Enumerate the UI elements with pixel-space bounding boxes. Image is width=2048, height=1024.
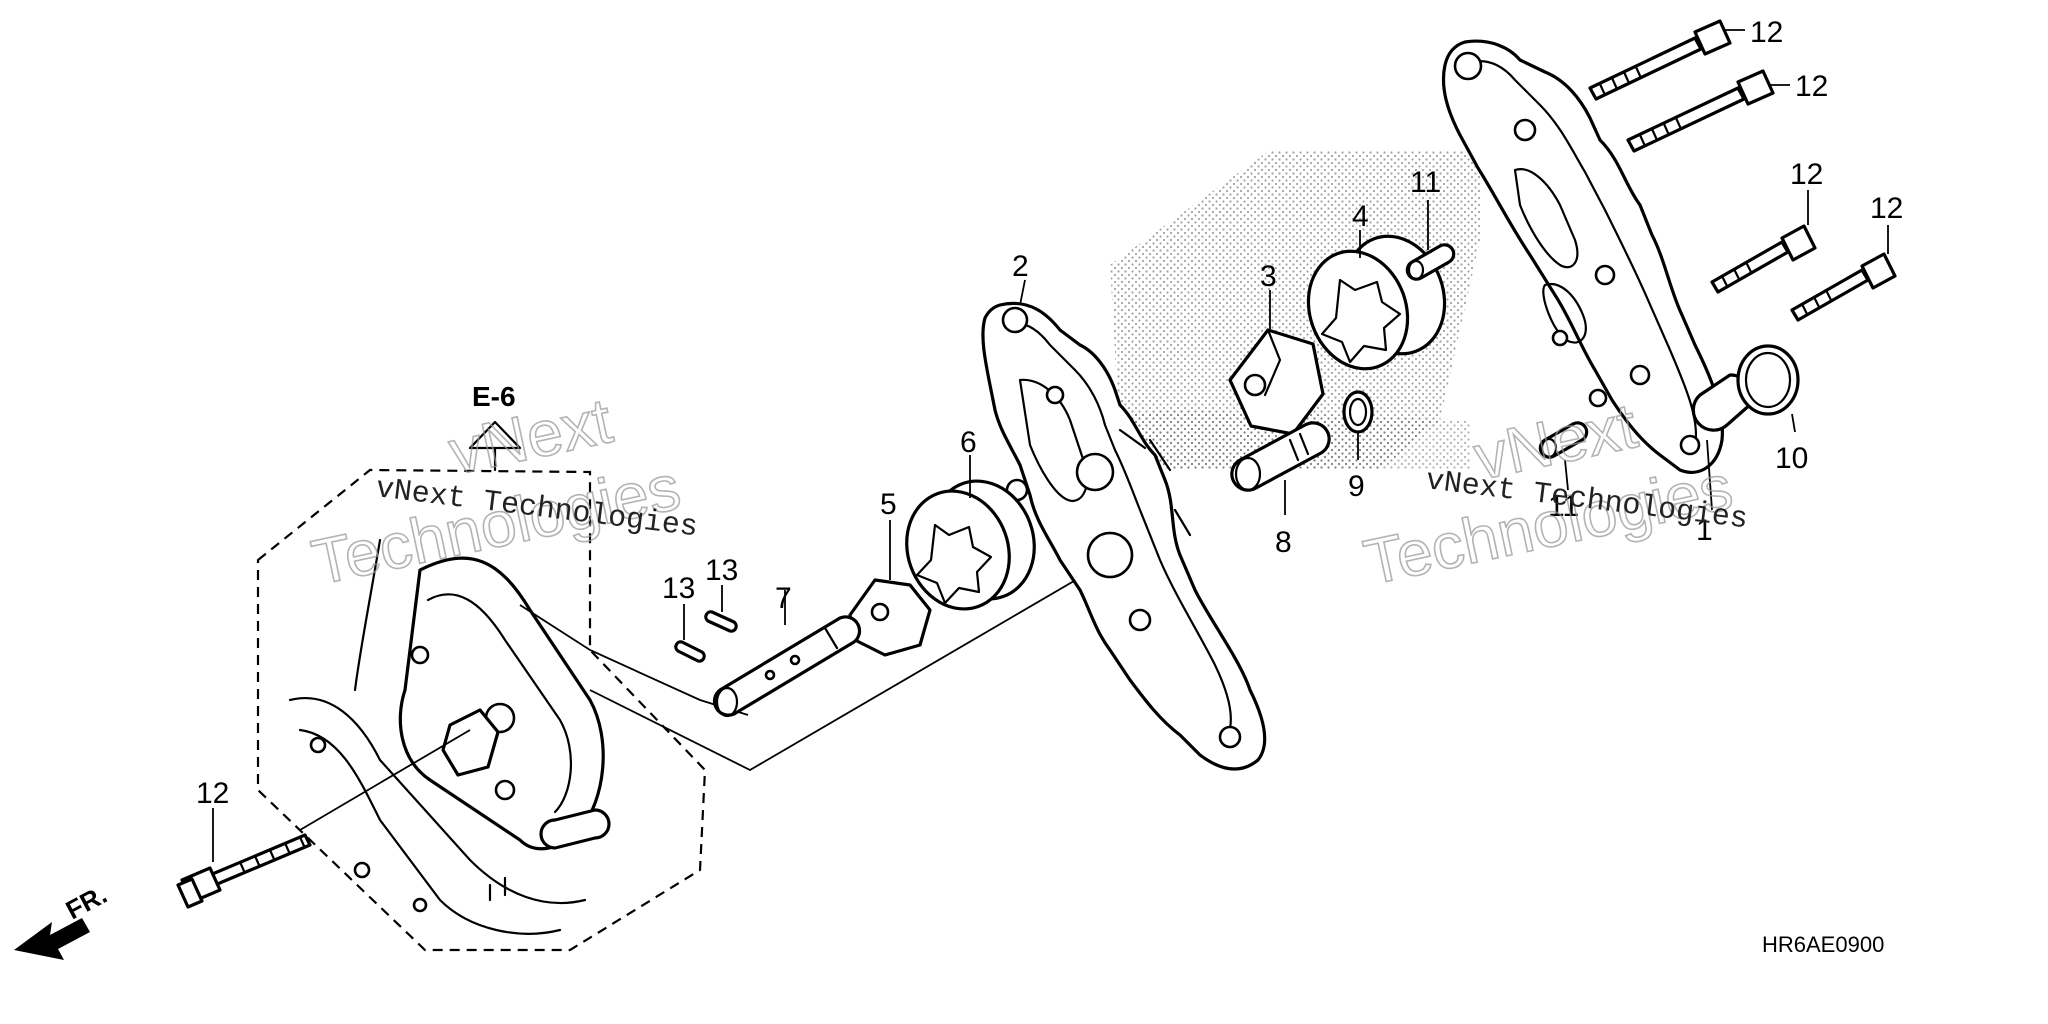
callout-6: 6 <box>960 426 977 459</box>
part-3-inner-rotor <box>1228 328 1325 436</box>
front-direction: FR. <box>14 879 112 960</box>
callout-9: 9 <box>1348 470 1365 503</box>
connector-line-lower <box>589 559 1111 772</box>
callout-12-right-1: 12 <box>1790 158 1823 191</box>
part-12-bolt-right-2 <box>1790 252 1897 322</box>
callout-12-lower-left: 12 <box>196 777 229 810</box>
part-10-o-ring <box>1736 344 1800 416</box>
callout-8: 8 <box>1275 526 1292 559</box>
case-dashed-outline <box>256 468 707 952</box>
callout-7: 7 <box>775 582 792 615</box>
callout-1: 1 <box>1696 514 1713 547</box>
stipple-shading <box>1110 150 1480 470</box>
callout-12-top-2: 12 <box>1795 70 1828 103</box>
callout-12-top-1: 12 <box>1750 16 1783 49</box>
part-11-dowel-pin-upper <box>1405 243 1456 281</box>
callout-labels: 1 2 3 4 5 6 7 8 9 10 11 11 12 12 12 12 1… <box>196 16 1903 810</box>
callout-3: 3 <box>1260 260 1277 293</box>
part-13-pin-a <box>674 640 706 663</box>
part-8-sleeve <box>1230 421 1331 492</box>
part-11-dowel-pin-lower <box>1538 421 1589 459</box>
part-6-outer-rotor <box>905 479 1036 611</box>
section-reference-label: E-6 <box>472 381 516 412</box>
callout-13-a: 13 <box>662 572 695 605</box>
callout-11-lower: 11 <box>1548 490 1579 523</box>
callout-10: 10 <box>1775 442 1808 475</box>
front-label: FR. <box>61 879 112 925</box>
part-5-inner-rotor <box>848 578 932 657</box>
part-12-bolt-top-1 <box>1588 19 1732 101</box>
part-12-bolt-top-2 <box>1626 69 1775 153</box>
diagram-code: HR6AE0900 <box>1762 932 1884 957</box>
watermark-left: vNext Technologies vNext Technologies <box>305 383 699 599</box>
callout-5: 5 <box>880 488 897 521</box>
part-12-bolt-lower-left <box>176 833 312 909</box>
callout-12-right-2: 12 <box>1870 192 1903 225</box>
section-reference-e6: E-6 <box>468 381 522 472</box>
leader-lines <box>212 29 1889 862</box>
transmission-case <box>288 538 611 935</box>
part-13-pin-b <box>704 610 738 633</box>
callout-11-upper: 11 <box>1410 166 1441 199</box>
front-arrow-icon <box>14 918 90 960</box>
callout-2: 2 <box>1012 250 1029 283</box>
callout-4: 4 <box>1352 200 1369 233</box>
part-12-bolt-right-1 <box>1710 224 1817 294</box>
connector-line-bolt <box>299 729 471 831</box>
callout-13-b: 13 <box>705 554 738 587</box>
part-2-pump-plate <box>981 301 1267 771</box>
part-7-pump-shaft <box>712 615 862 718</box>
